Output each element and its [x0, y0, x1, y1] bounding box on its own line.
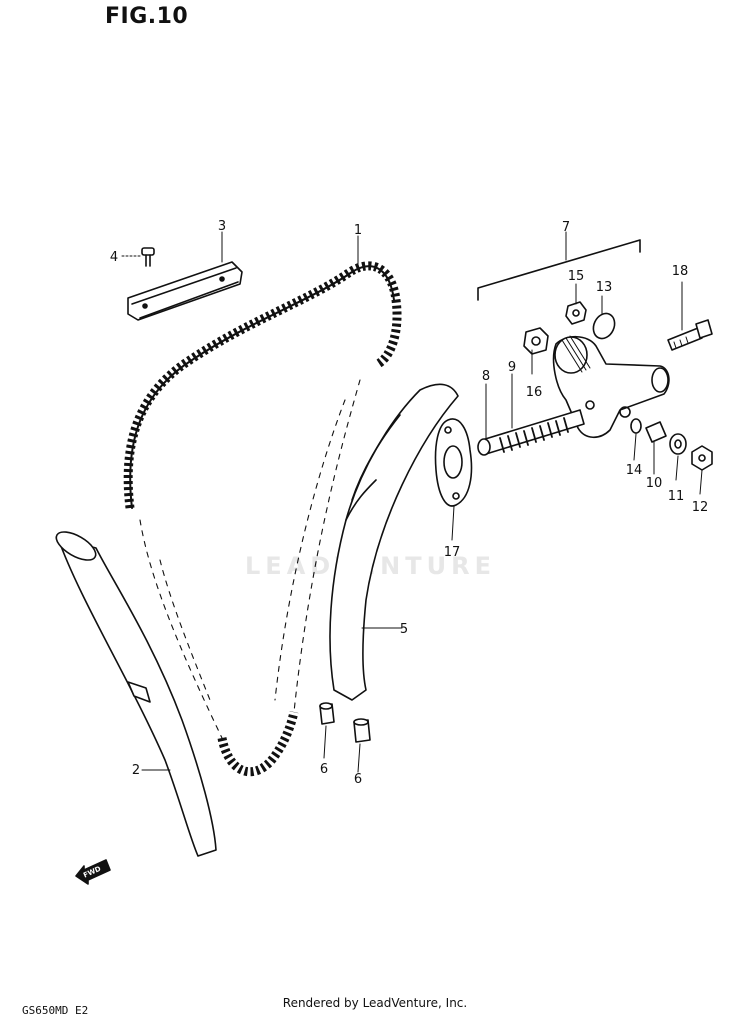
part-13-o-ring [592, 312, 616, 340]
fwd-arrow [75, 859, 111, 885]
callout-7: 7 [562, 220, 570, 235]
part-17-gasket [434, 418, 473, 507]
callout-14: 14 [626, 463, 643, 478]
part-11-washer [669, 433, 687, 455]
part-2-chain-guide-left [55, 531, 217, 857]
callout-3: 3 [218, 219, 226, 234]
callout-10: 10 [646, 476, 663, 491]
callout-17: 17 [444, 545, 461, 560]
part-18-bolt [667, 319, 713, 351]
callout-13: 13 [596, 280, 613, 295]
part-16-nut [523, 327, 549, 355]
part-15-nut [565, 301, 587, 325]
callout-9: 9 [508, 360, 516, 375]
callout-2: 2 [132, 763, 140, 778]
callout-8: 8 [482, 369, 490, 384]
part-6-damper-b [353, 718, 371, 743]
callout-16: 16 [526, 385, 543, 400]
part-3-chain-guide [127, 261, 243, 321]
part-10-pin [645, 421, 667, 443]
hidden-chain-lines [139, 379, 361, 739]
tensioner-body [552, 335, 670, 439]
callout-6b: 6 [354, 772, 362, 787]
model-code: GS650MD E2 [22, 1004, 89, 1017]
callout-6a: 6 [320, 762, 328, 777]
callout-4: 4 [110, 250, 118, 265]
callout-18: 18 [672, 264, 689, 279]
figure-title: FIG.10 [105, 4, 189, 29]
part-12-nut [691, 445, 713, 471]
render-credit: Rendered by LeadVenture, Inc. [282, 996, 468, 1010]
callout-11: 11 [668, 489, 685, 504]
callout-5: 5 [400, 622, 408, 637]
part-4-screw [141, 247, 155, 267]
callout-12: 12 [692, 500, 709, 515]
part-14-washer [630, 418, 642, 434]
callout-15: 15 [568, 269, 585, 284]
callout-1: 1 [354, 223, 362, 238]
leader-lines [121, 231, 703, 773]
part-1-cam-chain [123, 261, 402, 777]
part-7-bracket [477, 239, 641, 301]
part-9-spring [499, 417, 569, 453]
part-5-tensioner-guide [329, 383, 459, 701]
part-6-damper-a [319, 702, 335, 725]
